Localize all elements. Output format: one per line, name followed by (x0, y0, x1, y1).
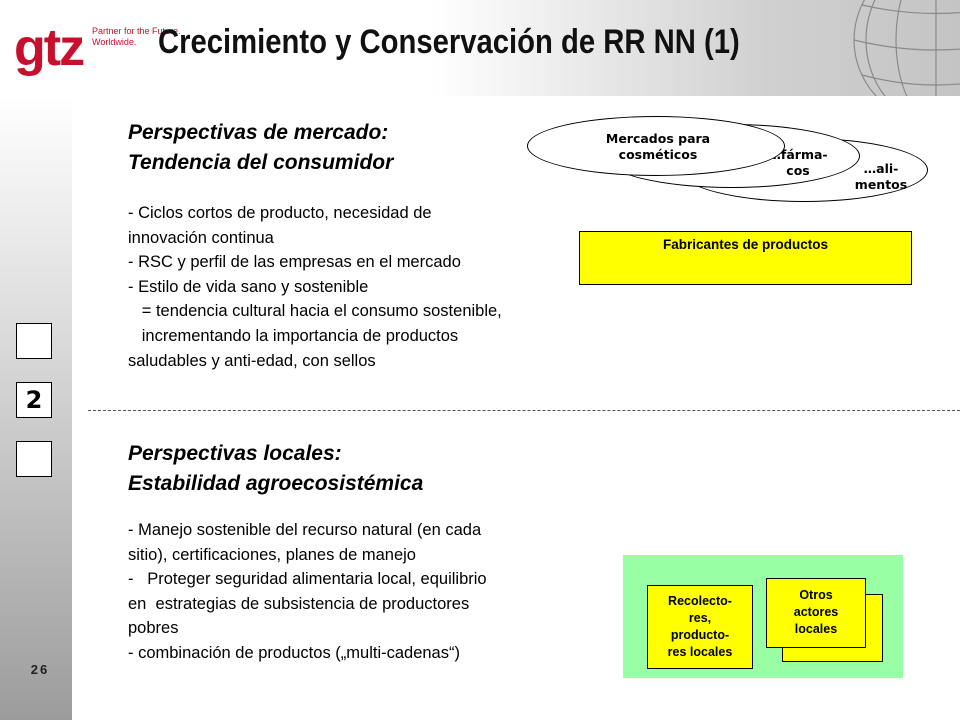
ellipse-cosmeticos-line-2: cosméticos (618, 147, 698, 162)
ellipse-alimentos-line-2: mentos (854, 177, 908, 192)
ellipse-cosmeticos: Mercados para cosméticos (527, 116, 785, 176)
local-line-5: pobres (128, 619, 179, 638)
header-band (0, 0, 960, 96)
ellipse-cosmeticos-line-1: Mercados para (605, 131, 711, 146)
other-actors-line-1: Otros (799, 588, 833, 602)
manufacturers-box: Fabricantes de productos (579, 231, 912, 285)
local-body: - Manejo sostenible del recurso natural … (128, 518, 487, 666)
market-line-3: - RSC y perfil de las empresas en el mer… (128, 253, 461, 272)
ellipse-farmacos-line-2: cos (786, 163, 810, 178)
tagline-line-2: Worldwide. (92, 37, 137, 47)
market-line-1: - Ciclos cortos de producto, necesidad d… (128, 204, 432, 222)
other-actors-line-2: actores (793, 605, 839, 619)
tagline-line-1: Partner for the Future. (92, 26, 181, 36)
other-actors-box: Otros actores locales (766, 578, 866, 648)
local-line-2: sitio), certificaciones, planes de manej… (128, 545, 416, 564)
collectors-line-1: Recolecto- (668, 594, 732, 608)
local-heading: Perspectivas locales: Estabilidad agroec… (128, 439, 423, 499)
other-actors-line-3: locales (794, 622, 838, 636)
slide-title: Crecimiento y Conservación de RR NN (1) (158, 23, 740, 61)
nav-box-1[interactable] (16, 323, 52, 359)
local-line-1: - Manejo sostenible del recurso natural … (128, 521, 482, 539)
collectors-box: Recolecto- res, producto- res locales (647, 585, 753, 669)
market-line-7: saludables y anti-edad, con sellos (128, 351, 376, 370)
globe-icon (853, 0, 960, 96)
market-line-4: - Estilo de vida sano y sostenible (128, 277, 369, 296)
local-heading-line-1: Perspectivas locales: (128, 442, 342, 465)
market-line-6: incrementando la importancia de producto… (128, 326, 459, 345)
gtz-logo: gtz (14, 19, 85, 77)
collectors-line-4: res locales (667, 645, 733, 659)
market-heading-line-1: Perspectivas de mercado: (128, 121, 389, 144)
market-line-5: = tendencia cultural hacia el consumo so… (128, 302, 502, 321)
local-line-4: en estrategias de subsistencia de produc… (128, 594, 470, 613)
nav-box-2[interactable]: 2 (16, 382, 52, 418)
market-body: - Ciclos cortos de producto, necesidad d… (128, 201, 502, 373)
page-number: 26 (30, 662, 50, 677)
local-heading-line-2: Estabilidad agroecosistémica (128, 472, 424, 495)
nav-box-3[interactable] (16, 441, 52, 477)
market-heading-line-2: Tendencia del consumidor (128, 151, 394, 174)
market-line-2: innovación continua (128, 228, 274, 247)
collectors-line-2: res, (688, 611, 712, 625)
ellipse-alimentos-line-1: …ali- (863, 161, 899, 176)
logo-tagline: Partner for the Future. Worldwide. (92, 26, 182, 48)
local-line-3: - Proteger seguridad alimentaria local, … (128, 570, 487, 589)
section-divider (88, 410, 960, 411)
local-line-6: - combinación de productos („multi-caden… (128, 643, 460, 662)
collectors-line-3: producto- (670, 628, 730, 642)
market-heading: Perspectivas de mercado: Tendencia del c… (128, 118, 393, 178)
